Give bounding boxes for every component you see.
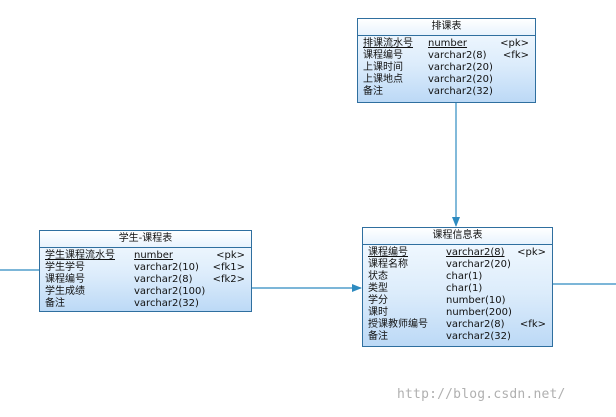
column-name: 课程名称 xyxy=(368,259,408,270)
column-type: varchar2(8) xyxy=(446,319,505,330)
column-name: 排课流水号 xyxy=(363,38,413,49)
entity-student-course-table[interactable]: 学生-课程表 学生课程流水号 number <pk> 学生学号 varchar2… xyxy=(39,230,252,312)
column-name: 学生成绩 xyxy=(45,286,85,297)
column-row[interactable]: 学分 number(10) xyxy=(363,295,552,307)
column-row[interactable]: 备注 varchar2(32) xyxy=(40,298,251,310)
column-type: varchar2(32) xyxy=(428,86,493,97)
column-name: 课程编号 xyxy=(45,274,85,285)
column-row[interactable]: 类型 char(1) xyxy=(363,283,552,295)
entity-title: 排课表 xyxy=(358,19,535,36)
entity-columns: 课程编号 varchar2(8) <pk> 课程名称 varchar2(20) … xyxy=(363,245,552,343)
column-name: 课程编号 xyxy=(363,50,403,61)
column-type: varchar2(20) xyxy=(428,62,493,73)
column-type: varchar2(20) xyxy=(446,259,511,270)
column-name: 上课时间 xyxy=(363,62,403,73)
column-key: <fk1> xyxy=(212,262,245,273)
column-row[interactable]: 课程编号 varchar2(8) <fk2> xyxy=(40,274,251,286)
watermark-text: http://blog.csdn.net/ xyxy=(397,387,566,402)
column-name: 学生课程流水号 xyxy=(45,250,115,261)
column-name: 状态 xyxy=(368,271,388,282)
column-key: <fk> xyxy=(502,50,529,61)
column-type: char(1) xyxy=(446,271,483,282)
column-key: <pk> xyxy=(517,247,546,258)
entity-paike-table[interactable]: 排课表 排课流水号 number <pk> 课程编号 varchar2(8) <… xyxy=(357,18,536,103)
column-type: number xyxy=(134,250,174,261)
column-row[interactable]: 备注 varchar2(32) xyxy=(358,86,535,98)
column-type: char(1) xyxy=(446,283,483,294)
column-name: 备注 xyxy=(45,298,65,309)
column-name: 学分 xyxy=(368,295,388,306)
column-name: 备注 xyxy=(363,86,383,97)
entity-course-info-table[interactable]: 课程信息表 课程编号 varchar2(8) <pk> 课程名称 varchar… xyxy=(362,227,553,347)
entity-title: 学生-课程表 xyxy=(40,231,251,248)
entity-columns: 学生课程流水号 number <pk> 学生学号 varchar2(10) <f… xyxy=(40,248,251,310)
column-type: number xyxy=(428,38,468,49)
entity-title: 课程信息表 xyxy=(363,228,552,245)
column-type: varchar2(10) xyxy=(134,262,199,273)
entity-columns: 排课流水号 number <pk> 课程编号 varchar2(8) <fk> … xyxy=(358,36,535,98)
column-row[interactable]: 学生成绩 varchar2(100) xyxy=(40,286,251,298)
column-name: 类型 xyxy=(368,283,388,294)
column-type: varchar2(8) xyxy=(428,50,487,61)
column-row[interactable]: 状态 char(1) xyxy=(363,271,552,283)
column-row[interactable]: 课程名称 varchar2(20) xyxy=(363,259,552,271)
column-type: varchar2(100) xyxy=(134,286,206,297)
column-key: <pk> xyxy=(500,38,529,49)
column-row[interactable]: 上课地点 varchar2(20) xyxy=(358,74,535,86)
column-row[interactable]: 课程编号 varchar2(8) <fk> xyxy=(358,50,535,62)
column-name: 备注 xyxy=(368,331,388,342)
column-key: <pk> xyxy=(216,250,245,261)
column-row[interactable]: 上课时间 varchar2(20) xyxy=(358,62,535,74)
column-name: 课程编号 xyxy=(368,247,408,258)
column-key: <fk> xyxy=(519,319,546,330)
column-name: 上课地点 xyxy=(363,74,403,85)
column-row[interactable]: 备注 varchar2(32) xyxy=(363,331,552,343)
column-row[interactable]: 课时 number(200) xyxy=(363,307,552,319)
column-row[interactable]: 授课教师编号 varchar2(8) <fk> xyxy=(363,319,552,331)
column-key: <fk2> xyxy=(212,274,245,285)
column-row[interactable]: 学生课程流水号 number <pk> xyxy=(40,250,251,262)
column-type: varchar2(32) xyxy=(446,331,511,342)
column-type: varchar2(8) xyxy=(446,247,505,258)
column-row[interactable]: 学生学号 varchar2(10) <fk1> xyxy=(40,262,251,274)
column-name: 授课教师编号 xyxy=(368,319,428,330)
column-type: varchar2(32) xyxy=(134,298,199,309)
column-type: varchar2(8) xyxy=(134,274,193,285)
column-type: varchar2(20) xyxy=(428,74,493,85)
column-type: number(10) xyxy=(446,295,506,306)
column-name: 学生学号 xyxy=(45,262,85,273)
column-name: 课时 xyxy=(368,307,388,318)
column-row[interactable]: 排课流水号 number <pk> xyxy=(358,38,535,50)
column-row[interactable]: 课程编号 varchar2(8) <pk> xyxy=(363,247,552,259)
column-type: number(200) xyxy=(446,307,512,318)
